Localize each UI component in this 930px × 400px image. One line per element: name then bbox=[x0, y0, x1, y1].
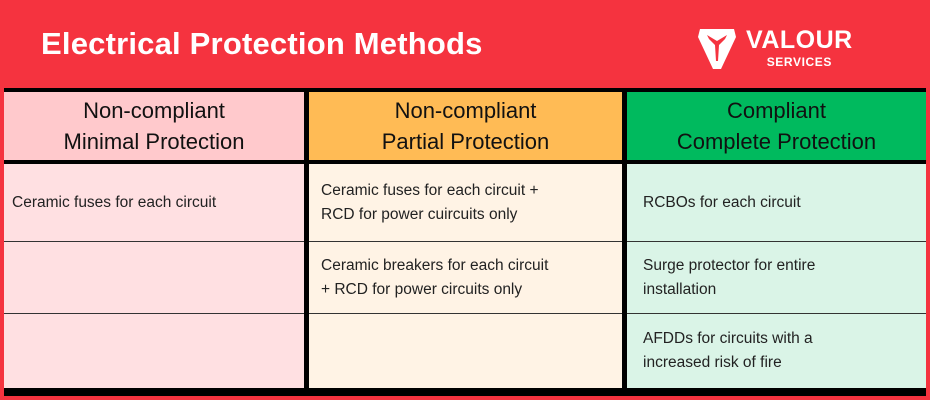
logo-subtitle: SERVICES bbox=[766, 55, 832, 69]
column-header-partial: Non-compliant Partial Protection bbox=[309, 92, 622, 164]
cell-text: Ceramic breakers for each circuit + RCD … bbox=[321, 256, 549, 298]
page-title: Electrical Protection Methods bbox=[41, 26, 483, 61]
table-cell: Ceramic fuses for each circuit + RCD for… bbox=[309, 164, 622, 242]
protection-table: Non-compliant Minimal Protection Non-com… bbox=[4, 88, 926, 396]
table-cell: Ceramic fuses for each circuit bbox=[4, 164, 304, 242]
column-header-line2: Complete Protection bbox=[676, 129, 877, 154]
header-banner: Electrical Protection Methods VALOUR SER… bbox=[0, 0, 930, 88]
column-header-complete: Compliant Complete Protection bbox=[627, 92, 926, 164]
table-cell bbox=[4, 242, 304, 314]
table-cell: Ceramic breakers for each circuit + RCD … bbox=[309, 242, 622, 314]
table-cell bbox=[309, 314, 622, 388]
column-header-minimal: Non-compliant Minimal Protection bbox=[4, 92, 304, 164]
table-cell: Surge protector for entire installation bbox=[627, 242, 926, 314]
table-cell: RCBOs for each circuit bbox=[627, 164, 926, 242]
column-header-line1: Non-compliant bbox=[83, 98, 225, 123]
cell-text: Ceramic fuses for each circuit bbox=[12, 193, 217, 211]
cell-text: Ceramic fuses for each circuit + RCD for… bbox=[321, 181, 539, 223]
logo-name: VALOUR bbox=[746, 26, 853, 54]
column-header-line1: Non-compliant bbox=[394, 98, 537, 123]
cell-text: RCBOs for each circuit bbox=[643, 193, 801, 211]
table-cell bbox=[4, 314, 304, 388]
column-header-line2: Partial Protection bbox=[381, 129, 550, 154]
valour-logo: VALOUR SERVICES bbox=[698, 24, 888, 72]
cell-text: Surge protector for entire installation bbox=[643, 256, 816, 298]
column-header-line1: Compliant bbox=[726, 98, 827, 123]
table-cell: AFDDs for circuits with a increased risk… bbox=[627, 314, 926, 388]
column-header-line2: Minimal Protection bbox=[63, 129, 245, 154]
valour-shield-icon bbox=[698, 29, 736, 69]
cell-text: AFDDs for circuits with a increased risk… bbox=[643, 330, 813, 371]
